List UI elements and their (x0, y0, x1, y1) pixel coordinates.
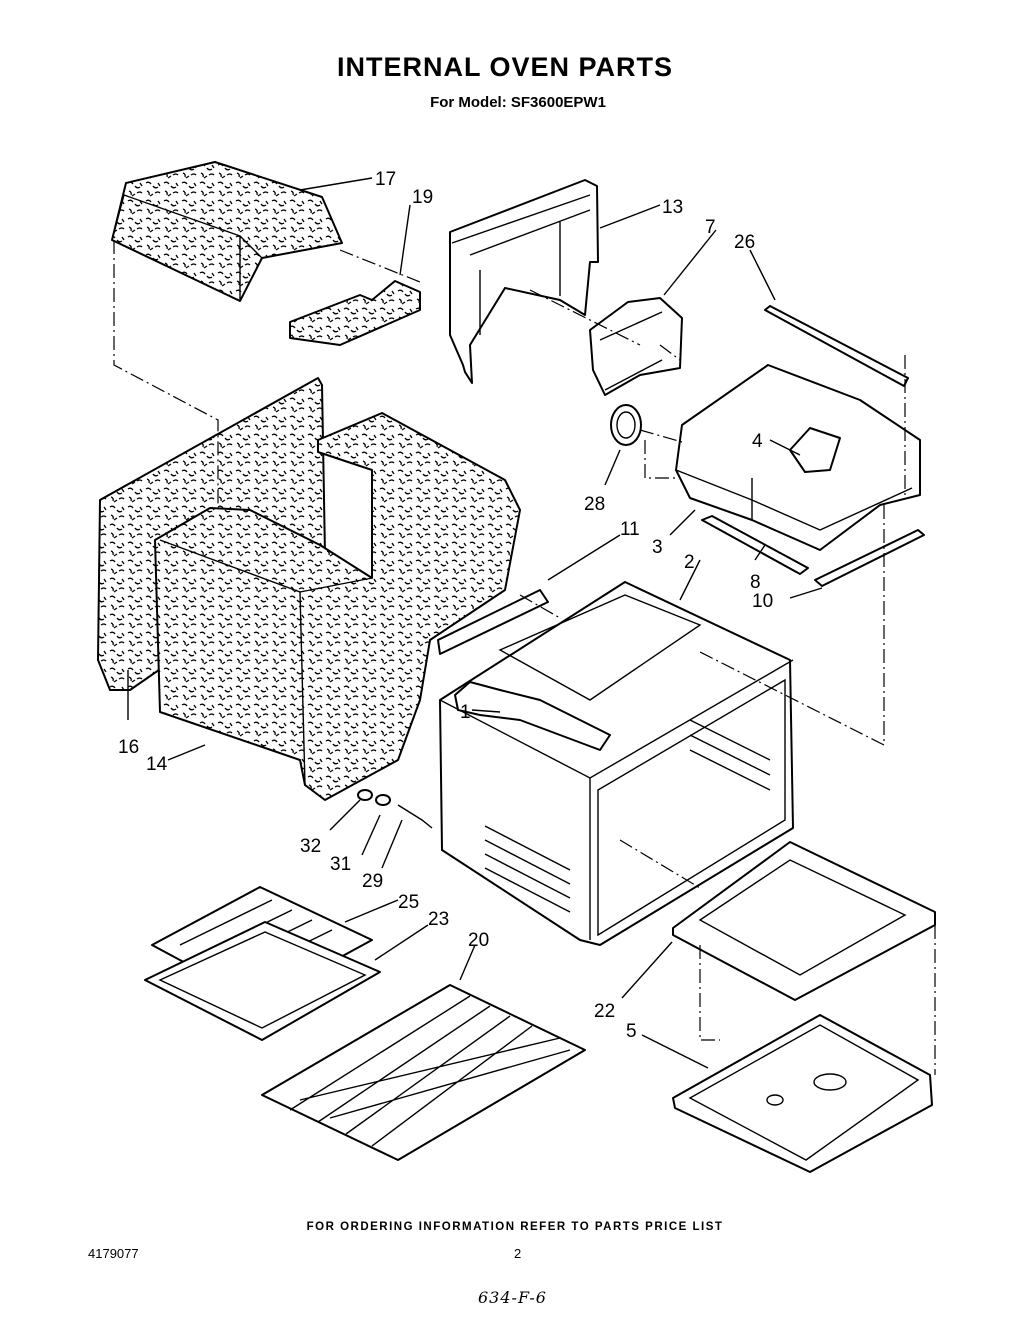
model-subtitle: For Model: SF3600EPW1 (430, 94, 606, 111)
small-insulation-part (289, 280, 421, 346)
top-insulation-part (111, 161, 343, 302)
oven-bottom-pan-part (672, 1014, 933, 1173)
callout-26: 26 (734, 232, 755, 253)
oven-rack-part (261, 984, 586, 1161)
callout-17: 17 (375, 169, 396, 190)
broiler-pan-part (144, 921, 381, 1041)
callout-28: 28 (584, 494, 605, 515)
callout-4: 4 (752, 431, 763, 452)
callout-7: 7 (705, 217, 716, 238)
callout-23: 23 (428, 909, 449, 930)
duct-part (589, 297, 683, 396)
callout-2: 2 (684, 552, 695, 573)
callout-5: 5 (626, 1021, 637, 1042)
callout-31: 31 (330, 854, 351, 875)
leader-lines (127, 177, 823, 1069)
callout-1: 1 (460, 702, 471, 723)
ring-part (610, 404, 642, 446)
trim-strip-part (764, 305, 909, 387)
callout-32: 32 (300, 836, 321, 857)
gasket-strips-part (701, 515, 925, 587)
callout-11: 11 (620, 519, 640, 540)
callout-3: 3 (652, 537, 663, 558)
ordering-info-note: FOR ORDERING INFORMATION REFER TO PARTS … (306, 1221, 724, 1233)
hardware-parts (357, 789, 433, 829)
callout-labels: 17 19 13 7 26 4 28 11 3 2 8 10 1 16 14 3… (118, 169, 773, 1042)
page-number: 2 (514, 1246, 522, 1261)
callout-19: 19 (412, 187, 433, 208)
oven-top-cover-part (675, 364, 921, 551)
callout-20: 20 (468, 930, 489, 951)
document-number: 4179077 (88, 1246, 139, 1261)
callout-8: 8 (750, 572, 761, 593)
rear-panel-part (449, 179, 599, 384)
callout-29: 29 (362, 871, 383, 892)
callout-22: 22 (594, 1001, 615, 1022)
alignment-lines (113, 240, 936, 1075)
handwritten-note: 634-F-6 (478, 1288, 547, 1307)
callout-13: 13 (662, 197, 683, 218)
callout-25: 25 (398, 892, 419, 913)
page-title: INTERNAL OVEN PARTS (336, 52, 674, 82)
callout-16: 16 (118, 737, 139, 758)
oven-wrap-insulation-part (154, 412, 521, 801)
bracket-part (437, 589, 549, 655)
callout-10: 10 (752, 591, 773, 612)
callout-14: 14 (146, 754, 168, 775)
oven-liner-part (439, 581, 794, 946)
